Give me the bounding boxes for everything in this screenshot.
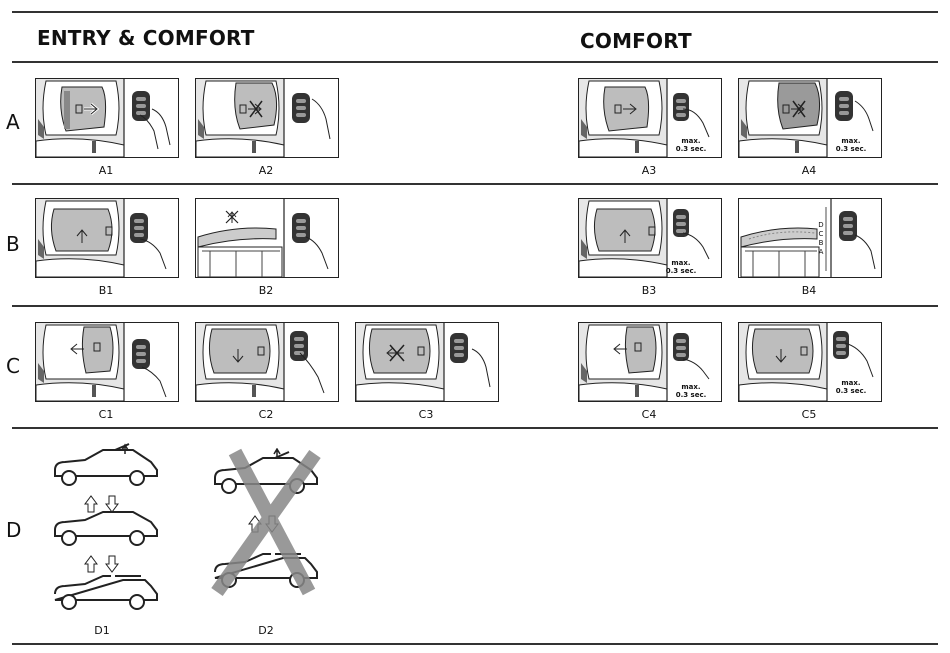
max-label: max.: [841, 379, 860, 387]
row-label-a: A: [6, 110, 20, 134]
panel-b3: max.0.3 sec.: [578, 198, 722, 278]
caption-a2: A2: [195, 164, 337, 177]
panel-b1: [35, 198, 179, 278]
header-rule: [12, 61, 938, 63]
max-label: max.: [681, 383, 700, 391]
panel-b4: D C B A: [738, 198, 882, 278]
max-time-note-a4: max.0.3 sec.: [831, 137, 871, 153]
header-comfort: COMFORT: [580, 29, 692, 53]
caption-a1: A1: [35, 164, 177, 177]
position-scale: D C B A: [817, 221, 825, 257]
row-c-rule: [12, 427, 938, 429]
row-label-c: C: [6, 354, 20, 378]
caption-c5: C5: [738, 408, 880, 421]
caption-b1: B1: [35, 284, 177, 297]
panel-a3: max.0.3 sec.: [578, 78, 722, 158]
row-b-rule: [12, 305, 938, 307]
max-time-note-c5: max.0.3 sec.: [831, 379, 871, 395]
caption-b2: B2: [195, 284, 337, 297]
position-d: D: [817, 221, 825, 230]
max-duration: 0.3 sec.: [676, 391, 707, 399]
row-label-d: D: [6, 518, 21, 542]
caption-d1: D1: [82, 624, 122, 637]
max-label: max.: [681, 137, 700, 145]
max-time-note-c4: max.0.3 sec.: [671, 383, 711, 399]
max-duration: 0.3 sec.: [836, 387, 867, 395]
max-duration: 0.3 sec.: [836, 145, 867, 153]
car-roof-sequence-d1: [45, 440, 175, 620]
caption-d2: D2: [246, 624, 286, 637]
panel-c5: max.0.3 sec.: [738, 322, 882, 402]
panel-c2: [195, 322, 339, 402]
panel-c3: [355, 322, 499, 402]
row-label-b: B: [6, 232, 20, 256]
caption-a3: A3: [578, 164, 720, 177]
row-a-rule: [12, 183, 938, 185]
top-rule: [12, 11, 938, 13]
panel-b2: [195, 198, 339, 278]
panel-a1: [35, 78, 179, 158]
max-label: max.: [841, 137, 860, 145]
max-duration: 0.3 sec.: [666, 267, 697, 275]
max-time-note-b3: max.0.3 sec.: [661, 259, 701, 275]
caption-a4: A4: [738, 164, 880, 177]
panel-a2: [195, 78, 339, 158]
car-roof-sequence-d2: [205, 448, 335, 598]
caption-c3: C3: [355, 408, 497, 421]
caption-b3: B3: [578, 284, 720, 297]
position-a: A: [817, 248, 825, 257]
caption-c2: C2: [195, 408, 337, 421]
panel-c4: max.0.3 sec.: [578, 322, 722, 402]
max-time-note-a3: max.0.3 sec.: [671, 137, 711, 153]
max-duration: 0.3 sec.: [676, 145, 707, 153]
panel-a4: max.0.3 sec.: [738, 78, 882, 158]
bottom-rule: [12, 643, 938, 645]
caption-c1: C1: [35, 408, 177, 421]
caption-b4: B4: [738, 284, 880, 297]
max-label: max.: [671, 259, 690, 267]
header-entry-comfort: ENTRY & COMFORT: [37, 26, 255, 50]
position-c: C: [817, 230, 825, 239]
caption-c4: C4: [578, 408, 720, 421]
panel-c1: [35, 322, 179, 402]
position-b: B: [817, 239, 825, 248]
